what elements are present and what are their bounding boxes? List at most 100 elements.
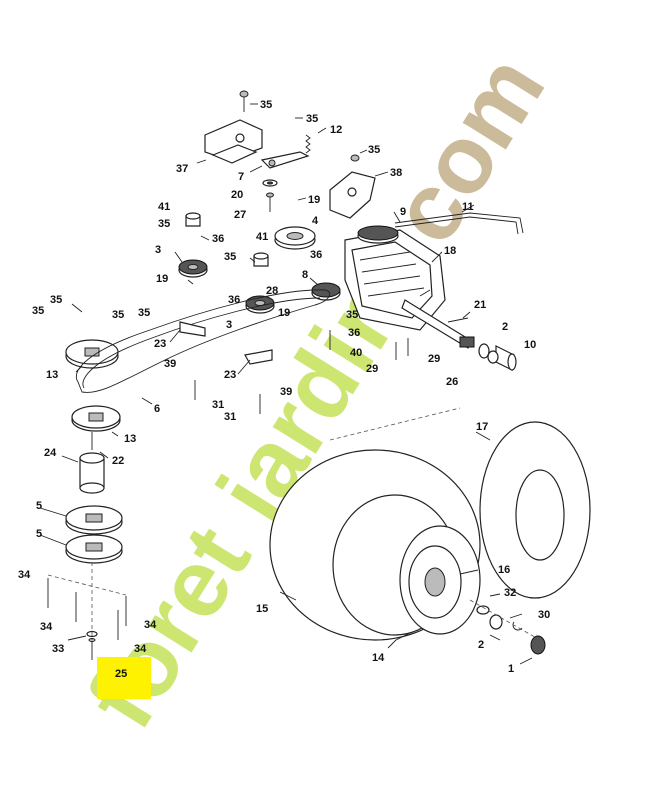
callout-16: 16 (498, 564, 510, 576)
callout-35: 35 (224, 251, 236, 263)
bracket-37 (204, 119, 263, 164)
callout-34: 34 (40, 621, 53, 633)
washer-2-wheel (489, 614, 503, 630)
callout-19: 19 (156, 273, 168, 285)
bracket-38 (329, 154, 376, 219)
callout-11: 11 (462, 201, 474, 213)
callout-38: 38 (390, 167, 402, 179)
callout-5: 5 (36, 500, 42, 512)
callout-20: 20 (231, 189, 243, 201)
callout-4: 4 (312, 215, 319, 227)
collar-26 (487, 350, 499, 364)
pulley-8 (311, 282, 341, 301)
callout-36: 36 (228, 294, 240, 306)
callout-41: 41 (256, 231, 268, 243)
spacer-41-mid (253, 252, 269, 267)
callout-36: 36 (348, 327, 360, 339)
callout-5: 5 (36, 528, 42, 540)
callout-3: 3 (155, 244, 161, 256)
callout-35: 35 (346, 309, 358, 321)
arm-23-upper (179, 321, 206, 337)
highlight-box (97, 657, 151, 699)
washer-20 (262, 179, 278, 187)
callout-6: 6 (154, 403, 160, 415)
callout-1: 1 (508, 663, 514, 675)
rim-16 (399, 525, 481, 635)
callout-24: 24 (44, 447, 57, 459)
plate-7 (260, 151, 310, 169)
callout-39: 39 (280, 386, 292, 398)
watermark: foret jardin .com (67, 37, 565, 746)
pulley-4 (274, 226, 316, 250)
hub-24 (79, 452, 105, 494)
callout-39: 39 (164, 358, 176, 370)
callout-34: 34 (134, 643, 147, 655)
callout-35: 35 (50, 294, 62, 306)
callout-26: 26 (446, 376, 458, 388)
callout-labels: 35 35 12 37 35 38 7 20 27 19 41 9 11 35 … (18, 99, 550, 680)
callout-21: 21 (474, 299, 486, 311)
valve-14 (395, 631, 413, 641)
pin-21 (447, 317, 469, 323)
bolt-27 (266, 192, 274, 212)
callout-8: 8 (302, 269, 308, 281)
callout-30: 30 (538, 609, 550, 621)
idler-3-mid (245, 295, 275, 314)
callout-10: 10 (524, 339, 536, 351)
bolts-31 (194, 380, 261, 414)
callout-14: 14 (372, 652, 385, 664)
callout-27: 27 (234, 209, 246, 221)
callout-19: 19 (308, 194, 320, 206)
callout-23: 23 (154, 338, 166, 350)
belt-6 (76, 289, 331, 393)
dashed-axis-lower (47, 562, 127, 640)
cap-1 (530, 635, 546, 655)
leaders (39, 103, 533, 665)
callout-35: 35 (112, 309, 124, 321)
pulley-5-upper (65, 505, 123, 535)
idler-3-upper (178, 259, 208, 278)
inner-tube-17 (479, 421, 591, 599)
callout-25-highlighted: 25 (115, 668, 127, 680)
pulley-13-lower (71, 405, 121, 432)
callout-13: 13 (124, 433, 136, 445)
callout-34: 34 (144, 619, 157, 631)
callout-35: 35 (368, 144, 380, 156)
callout-36: 36 (212, 233, 224, 245)
pulley-13-upper (65, 339, 119, 369)
callout-37: 37 (176, 163, 188, 175)
callout-31: 31 (224, 411, 236, 423)
pulley-5-lower (65, 534, 123, 564)
washer-32 (476, 605, 490, 615)
spacer-41-left (185, 212, 201, 227)
callout-22: 22 (112, 455, 124, 467)
callout-40: 40 (350, 347, 362, 359)
callout-28: 28 (266, 285, 278, 297)
callout-35: 35 (158, 218, 170, 230)
callout-15: 15 (256, 603, 268, 615)
callout-17: 17 (476, 421, 488, 433)
callout-32: 32 (504, 587, 516, 599)
bolts-29 (395, 338, 409, 360)
washer-2-axle (478, 343, 490, 359)
callout-33: 33 (52, 643, 64, 655)
callout-35: 35 (260, 99, 272, 111)
screw-35-top (239, 90, 249, 112)
callout-2: 2 (478, 639, 484, 651)
callout-31: 31 (212, 399, 224, 411)
callout-18: 18 (444, 245, 456, 257)
callout-35: 35 (306, 113, 318, 125)
callout-29: 29 (366, 363, 378, 375)
callout-35: 35 (32, 305, 44, 317)
callout-35: 35 (138, 307, 150, 319)
bolts-34 (47, 578, 127, 640)
callout-12: 12 (330, 124, 342, 136)
callout-2: 2 (502, 321, 508, 333)
callout-9: 9 (400, 206, 406, 218)
callout-13: 13 (46, 369, 58, 381)
callout-36: 36 (310, 249, 322, 261)
callout-19: 19 (278, 307, 290, 319)
callout-7: 7 (238, 171, 244, 183)
